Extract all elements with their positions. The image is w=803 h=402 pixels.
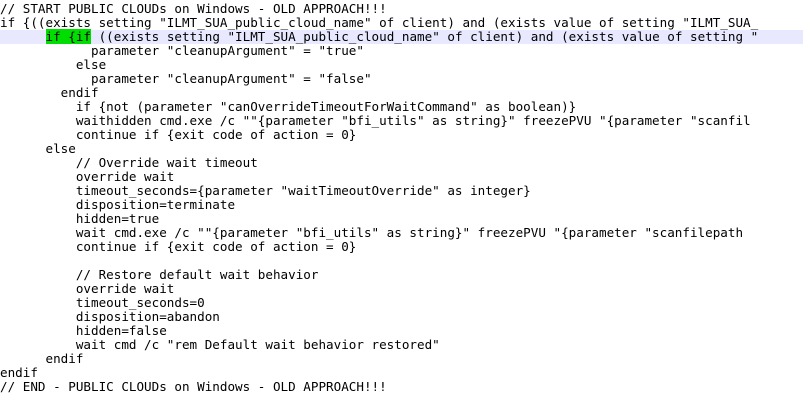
code-line[interactable]: disposition=abandon xyxy=(0,309,220,324)
code-line[interactable]: endif xyxy=(0,365,38,380)
code-line[interactable]: // Restore default wait behavior xyxy=(0,267,319,282)
code-line[interactable]: continue if {exit code of action = 0} xyxy=(0,127,357,142)
bracket-match-highlight: if {if xyxy=(45,29,91,44)
code-line[interactable]: endif xyxy=(0,351,84,366)
code-line[interactable]: else xyxy=(0,141,76,156)
code-text: ((exists setting "ILMT_SUA_public_cloud_… xyxy=(91,29,759,44)
code-line[interactable]: waithidden cmd.exe /c ""{parameter "bfi_… xyxy=(0,113,751,128)
code-line[interactable]: continue if {exit code of action = 0} xyxy=(0,239,357,254)
code-line[interactable]: parameter "cleanupArgument" = "false" xyxy=(0,71,372,86)
code-line[interactable]: wait cmd /c "rem Default wait behavior r… xyxy=(0,337,440,352)
code-line[interactable]: timeout_seconds=0 xyxy=(0,295,205,310)
code-line[interactable] xyxy=(0,254,803,268)
code-line[interactable]: if {not (parameter "canOverrideTimeoutFo… xyxy=(0,99,577,114)
code-line[interactable]: hidden=true xyxy=(0,211,160,226)
code-line[interactable]: wait cmd.exe /c ""{parameter "bfi_utils"… xyxy=(0,225,744,240)
code-line[interactable]: override wait xyxy=(0,169,175,184)
code-line[interactable]: // Override wait timeout xyxy=(0,155,258,170)
current-code-line[interactable]: if {if ((exists setting "ILMT_SUA_public… xyxy=(0,29,803,44)
code-line[interactable]: endif xyxy=(0,85,99,100)
code-line[interactable]: disposition=terminate xyxy=(0,197,236,212)
code-line[interactable]: parameter "cleanupArgument" = "true" xyxy=(0,43,364,58)
code-line[interactable]: override wait xyxy=(0,281,175,296)
code-line[interactable]: // END - PUBLIC CLOUDs on Windows - OLD … xyxy=(0,379,387,394)
indent xyxy=(0,29,46,44)
code-line[interactable]: else xyxy=(0,57,107,72)
code-line[interactable]: hidden=false xyxy=(0,323,167,338)
code-line[interactable]: timeout_seconds={parameter "waitTimeoutO… xyxy=(0,183,531,198)
code-line[interactable]: // START PUBLIC CLOUDs on Windows - OLD … xyxy=(0,1,387,16)
code-line[interactable]: if {((exists setting "ILMT_SUA_public_cl… xyxy=(0,15,759,30)
